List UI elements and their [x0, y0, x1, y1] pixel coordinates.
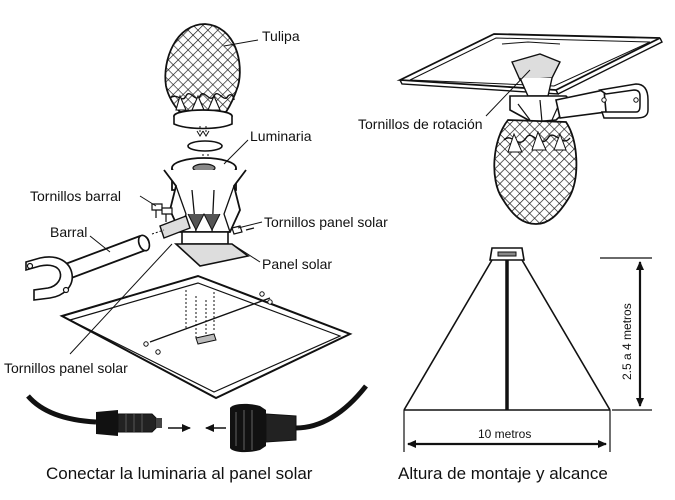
cable-connector-right [230, 384, 368, 453]
leader-rotacion [485, 69, 531, 117]
tulipa-dome [164, 23, 241, 130]
label-luminaria: Luminaria [250, 128, 312, 144]
caption-conectar: Conectar la luminaria al panel solar [46, 464, 313, 483]
cable-connector-left [26, 394, 162, 436]
label-altura: 2.5 a 4 metros [620, 303, 634, 380]
label-tulipa: Tulipa [262, 28, 300, 44]
label-tornillos-rotacion: Tornillos de rotación [358, 116, 483, 132]
leader-luminaria [223, 139, 249, 165]
barral-arm [25, 234, 151, 301]
leader-tornillos-panel-top [237, 221, 263, 229]
leader-panel-solar [231, 243, 261, 263]
mounting-plate [173, 243, 250, 267]
caption-montaje: Altura de montaje y alcance [398, 464, 608, 483]
panel-solar-frame [59, 274, 353, 400]
label-panel-solar: Panel solar [262, 256, 333, 272]
leader-tornillos-barral [139, 195, 157, 207]
label-barral: Barral [50, 224, 88, 240]
leader-barral [89, 235, 111, 253]
label-tornillos-panel-solar-top: Tornillos panel solar [264, 214, 388, 230]
label-alcance: 10 metros [478, 427, 532, 441]
label-tornillos-barral: Tornillos barral [30, 188, 122, 204]
barral-clamp [159, 215, 191, 239]
leader-tulipa [223, 39, 259, 47]
assembled-tulipa [493, 119, 578, 225]
light-cone-left [403, 259, 493, 411]
assembled-barral [555, 83, 649, 119]
light-cone-right [521, 259, 611, 411]
seal-ring [187, 140, 223, 152]
leader-tornillos-panel-bottom [69, 243, 173, 355]
range-diagram [403, 247, 652, 452]
tornillos-barral-screws [151, 203, 173, 222]
label-tornillos-panel-solar-bottom: Tornillos panel solar [4, 360, 128, 376]
